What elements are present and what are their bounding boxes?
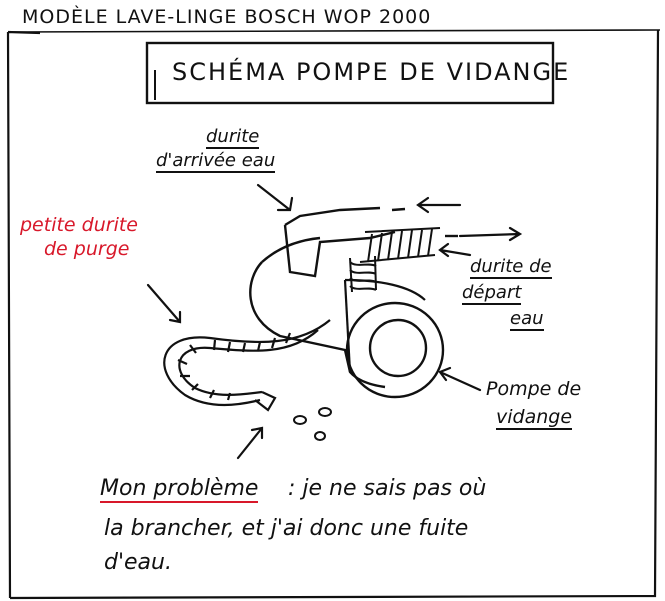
outer-frame [6,29,660,600]
pump-body-lower [344,278,426,301]
pump-wheel [345,301,445,399]
purge-label-line2: de purge [44,238,130,260]
outlet-hose [359,227,458,263]
problem-line2: la brancher, et j'ai donc une fuite [104,516,469,541]
arrow-purge [146,283,182,324]
water-drops [293,407,332,441]
purge-hose [163,319,331,412]
arrow-outlet-flow [458,226,523,242]
coil-connector [349,255,377,293]
purge-label-line1: petite durite [20,214,138,236]
pump-body-top [261,236,321,263]
inlet-label-line2: d'arrivée eau [156,150,276,173]
outlet-label-line1: durite de [470,256,552,279]
outlet-label-line2: départ [462,282,522,305]
pump-body-outline [249,261,386,389]
inlet-label-line1: durite [206,126,260,149]
arrow-pump [438,366,482,392]
pump-body-side [343,279,352,373]
arrow-problem [236,426,264,460]
inlet-pipe [283,206,396,278]
problem-line1: : je ne sais pas où [288,476,487,501]
pump-label-line1: Pompe de [486,378,582,400]
inlet-dash [391,207,406,212]
title-box [145,41,555,105]
arrow-inlet-flow [416,196,462,214]
header-rule [7,29,661,33]
arrow-outlet-label [438,242,472,258]
arrows [146,183,523,460]
arrow-inlet [256,183,294,212]
problem-heading: Mon problème [100,476,259,503]
model-header: MODÈLE LAVE-LINGE BOSCH WOP 2000 [22,6,432,28]
pump-label-line2: vidange [496,406,573,430]
diagram-title: SCHÉMA POMPE DE VIDANGE [172,58,571,86]
outlet-label-line3: eau [510,308,544,331]
problem-line3: d'eau. [104,550,172,575]
